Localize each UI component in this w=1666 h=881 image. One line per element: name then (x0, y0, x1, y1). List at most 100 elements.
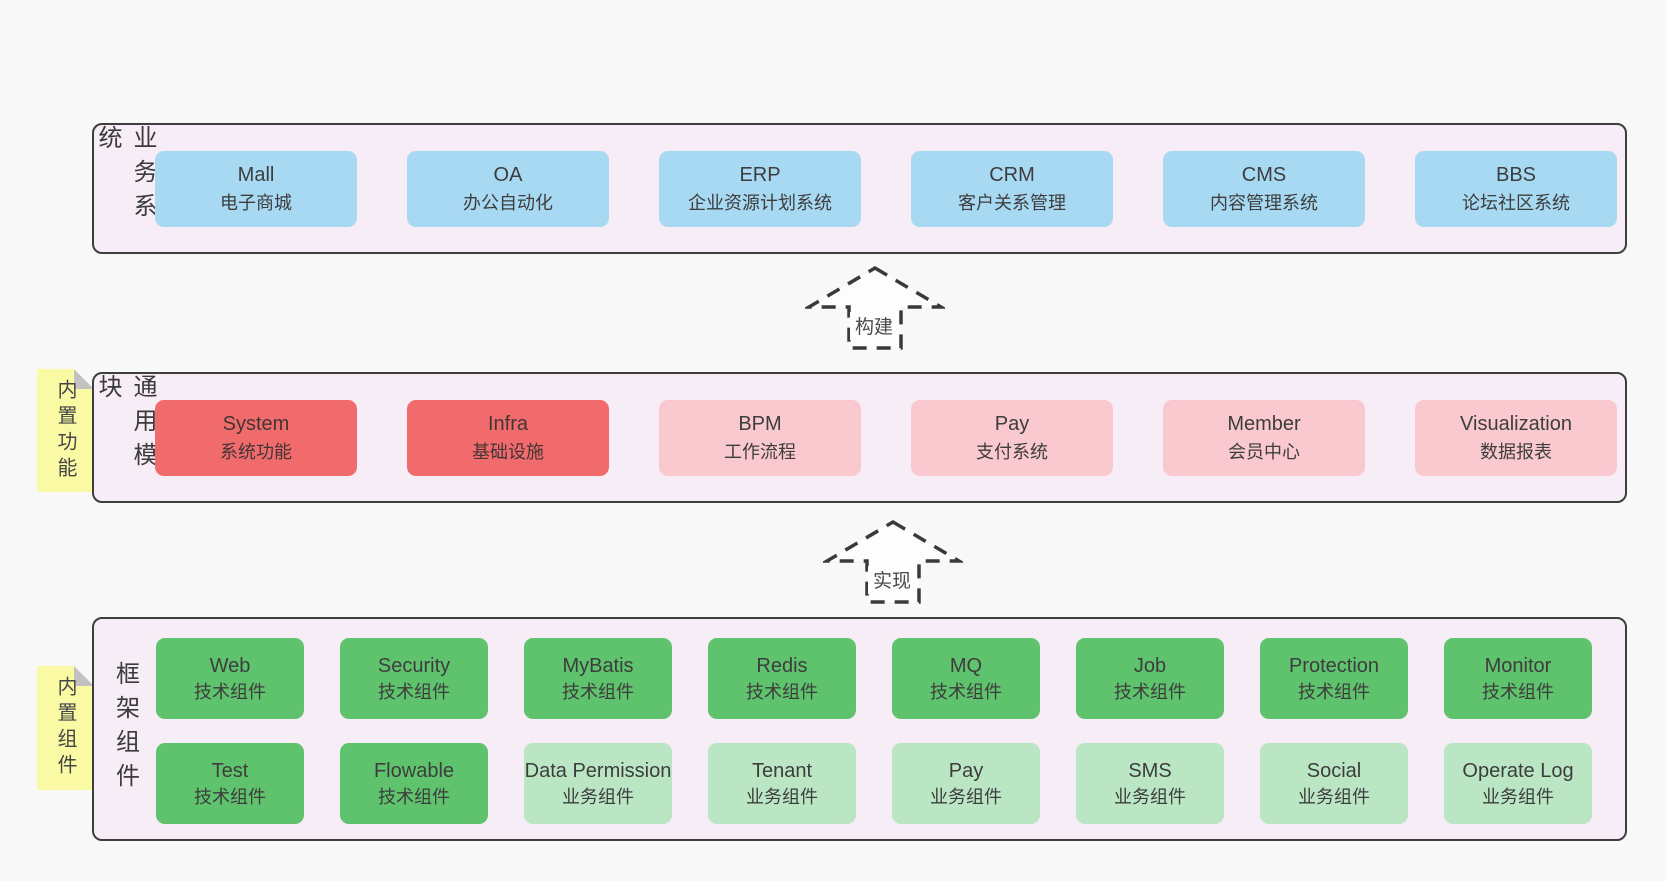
box-desc: 技术组件 (194, 786, 266, 807)
diagram-box: CRM 客户关系管理 (911, 150, 1113, 227)
box-desc: 技术组件 (1298, 681, 1370, 702)
box-name: Mall (237, 164, 275, 186)
diagram-box: Member 会员中心 (1163, 399, 1365, 476)
box-name: BPM (738, 413, 782, 435)
diagram-box: Web 技术组件 (156, 638, 304, 719)
panel-framework-components: 框架组件 Web 技术组件 Security 技术组件 MyBatis 技术组件 (92, 617, 1627, 841)
box-desc: 业务组件 (746, 786, 818, 807)
box-desc: 办公自动化 (463, 193, 553, 213)
box-name: CMS (1241, 164, 1287, 186)
box-name: MQ (949, 654, 983, 677)
box-desc: 业务组件 (1114, 786, 1186, 807)
box-name: Monitor (1484, 654, 1552, 677)
diagram-box: Tenant 业务组件 (708, 743, 856, 824)
box-name: Operate Log (1462, 759, 1574, 782)
implement-arrow: 实现 (820, 518, 966, 606)
diagram-box: Infra 基础设施 (407, 399, 609, 476)
box-name: CRM (989, 164, 1035, 186)
box-name: Redis (756, 654, 808, 677)
box-desc: 基础设施 (472, 442, 544, 462)
diagram-box: OA 办公自动化 (407, 150, 609, 227)
box-name: Tenant (751, 759, 813, 782)
diagram-box: Test 技术组件 (156, 743, 304, 824)
arrow-label: 实现 (873, 570, 911, 592)
box-name: Job (1133, 654, 1167, 677)
diagram-box: SMS 业务组件 (1076, 743, 1224, 824)
panel-business-systems: 业务系统 Mall 电子商城 OA 办公自动化 ERP 企业资源计划系统 (92, 123, 1627, 254)
box-name: Security (377, 654, 451, 677)
diagram-box: Operate Log 业务组件 (1444, 743, 1592, 824)
box-desc: 系统功能 (220, 442, 292, 462)
box-name: Data Permission (524, 759, 672, 782)
box-desc: 技术组件 (746, 681, 818, 702)
build-arrow: 构建 (802, 264, 948, 352)
box-name: Protection (1288, 654, 1380, 677)
diagram-box: MyBatis 技术组件 (524, 638, 672, 719)
panel-common-modules: 通用模块 System 系统功能 Infra 基础设施 BPM 工作流程 (92, 372, 1627, 503)
box-name: Social (1306, 759, 1362, 782)
box-desc: 客户关系管理 (958, 193, 1066, 213)
box-name: Pay (948, 759, 984, 782)
diagram-box: Pay 业务组件 (892, 743, 1040, 824)
box-name: Test (211, 759, 249, 782)
box-desc: 业务组件 (1298, 786, 1370, 807)
diagram-box: Data Permission 业务组件 (524, 743, 672, 824)
box-desc: 支付系统 (976, 442, 1048, 462)
components-box-row-2: Test 技术组件 Flowable 技术组件 Data Permission … (156, 743, 1592, 824)
diagram-box: System 系统功能 (155, 399, 357, 476)
panel-label: 框架组件 (111, 661, 139, 797)
box-desc: 会员中心 (1228, 442, 1300, 462)
box-desc: 内容管理系统 (1210, 193, 1318, 213)
diagram-box: Job 技术组件 (1076, 638, 1224, 719)
box-desc: 电子商城 (220, 193, 292, 213)
sticky-note-label: 内置功能 (54, 378, 76, 483)
sticky-note-builtin-features: 内置功能 (37, 369, 94, 492)
box-name: System (222, 413, 290, 435)
box-desc: 工作流程 (724, 442, 796, 462)
box-desc: 论坛社区系统 (1462, 193, 1570, 213)
box-desc: 数据报表 (1480, 442, 1552, 462)
box-name: MyBatis (562, 654, 634, 677)
business-box-row: Mall 电子商城 OA 办公自动化 ERP 企业资源计划系统 CRM 客户关系… (155, 125, 1617, 252)
up-arrow-icon: 构建 (802, 265, 948, 350)
box-name: OA (493, 164, 523, 186)
diagram-box: Mall 电子商城 (155, 150, 357, 227)
box-desc: 技术组件 (562, 681, 634, 702)
box-name: SMS (1128, 759, 1172, 782)
modules-box-row: System 系统功能 Infra 基础设施 BPM 工作流程 Pay 支付系统 (155, 374, 1617, 501)
diagram-box: Protection 技术组件 (1260, 638, 1408, 719)
diagram-box: BPM 工作流程 (659, 399, 861, 476)
diagram-box: Security 技术组件 (340, 638, 488, 719)
box-desc: 业务组件 (1482, 786, 1554, 807)
diagram-box: BBS 论坛社区系统 (1415, 150, 1617, 227)
diagram-box: Flowable 技术组件 (340, 743, 488, 824)
box-desc: 技术组件 (194, 681, 266, 702)
box-desc: 技术组件 (1114, 681, 1186, 702)
box-desc: 技术组件 (1482, 681, 1554, 702)
components-box-row-1: Web 技术组件 Security 技术组件 MyBatis 技术组件 Redi… (156, 638, 1592, 719)
diagram-box: CMS 内容管理系统 (1163, 150, 1365, 227)
sticky-note-builtin-components: 内置组件 (37, 666, 94, 790)
box-name: BBS (1495, 164, 1537, 186)
up-arrow-icon: 实现 (820, 519, 966, 604)
panel-label: 通用模块 (94, 374, 156, 476)
box-desc: 业务组件 (562, 786, 634, 807)
box-name: Infra (487, 413, 529, 435)
arrow-label: 构建 (855, 316, 893, 338)
diagram-box: Redis 技术组件 (708, 638, 856, 719)
panel-label: 业务系统 (94, 125, 156, 227)
diagram-box: Pay 支付系统 (911, 399, 1113, 476)
diagram-box: Social 业务组件 (1260, 743, 1408, 824)
box-name: Web (209, 654, 251, 677)
diagram-box: Visualization 数据报表 (1415, 399, 1617, 476)
box-name: Pay (994, 413, 1030, 435)
box-desc: 技术组件 (378, 786, 450, 807)
box-desc: 企业资源计划系统 (688, 193, 832, 213)
diagram-box: ERP 企业资源计划系统 (659, 150, 861, 227)
box-desc: 技术组件 (930, 681, 1002, 702)
box-name: Member (1227, 413, 1301, 435)
box-desc: 技术组件 (378, 681, 450, 702)
diagram-box: MQ 技术组件 (892, 638, 1040, 719)
box-name: ERP (739, 164, 781, 186)
